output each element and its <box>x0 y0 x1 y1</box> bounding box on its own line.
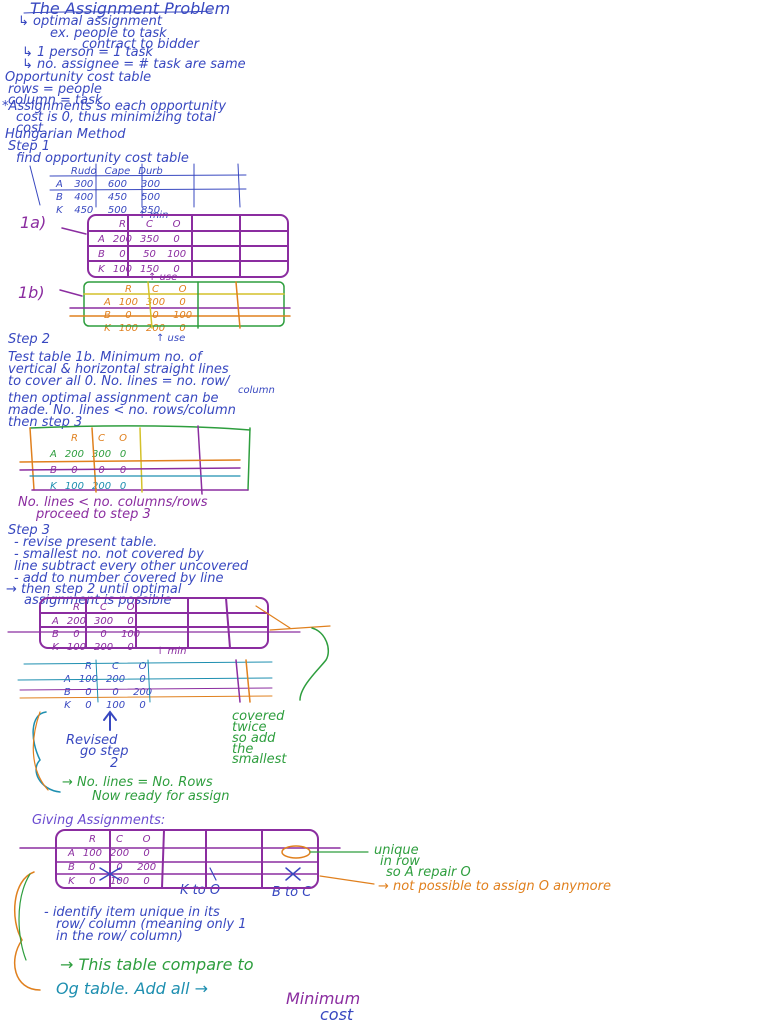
section-heading: Hungarian Method <box>5 127 126 142</box>
step-heading: Step 1 <box>8 139 51 154</box>
note-line: Og table. Add all → <box>56 979 209 998</box>
note-line: to cover all 0. No. lines = no. row/ <box>8 374 230 389</box>
note-line: made. No. lines < no. rows/column <box>8 403 236 418</box>
note-line: column <box>238 385 275 396</box>
min-label: ↑ min <box>156 646 187 657</box>
label-1b: 1b) <box>18 283 45 302</box>
optimal-example: contract to bidder <box>82 37 200 52</box>
note-line: then step 3 <box>8 415 83 430</box>
note-line: → This table compare to <box>60 955 254 974</box>
note-line: cost <box>16 121 43 136</box>
note-line: smallest <box>232 752 287 767</box>
note-line: in the row/ column) <box>56 929 183 944</box>
note-line: - add to number covered by line <box>14 571 224 586</box>
note-line: - revise present table. <box>14 535 158 550</box>
note-line: vertical & horizontal straight lines <box>8 362 229 377</box>
optimal-heading: ↳ optimal assignment <box>18 14 162 29</box>
note-line: Test table 1b. Minimum no. of <box>8 350 202 365</box>
note-line: then optimal assignment can be <box>8 391 219 406</box>
note-line: so add <box>232 731 276 746</box>
note-line: cost is 0, thus minimizing total <box>16 110 216 125</box>
note-line: Now ready for assign <box>92 789 230 804</box>
note-line: find opportunity cost table <box>16 151 189 166</box>
note-line: the <box>232 742 254 757</box>
note-line: rows = people <box>8 82 102 97</box>
rule-line: ↳ no. assignee = # task are same <box>22 57 246 72</box>
use-label: ↑ use <box>148 272 178 283</box>
note-line: cost <box>320 1005 354 1024</box>
step-heading: Step 3 <box>8 523 51 538</box>
assign-b: B to C <box>272 885 312 900</box>
rule-line: ↳ 1 person = 1 task <box>22 45 153 60</box>
note-line: go step <box>80 744 129 759</box>
note-line: column = task <box>8 93 103 108</box>
note-line: Opportunity cost table <box>5 70 152 85</box>
note-line: row/ column (meaning only 1 <box>56 917 247 932</box>
label-1a: 1a) <box>20 213 47 232</box>
note-line: twice <box>232 720 267 735</box>
note-line: proceed to step 3 <box>36 507 151 522</box>
note-line: No. lines < no. columns/rows <box>18 495 208 510</box>
note-line: 2 <box>110 756 119 771</box>
note-line: so A repair O <box>386 865 471 880</box>
note-line: Minimum <box>286 989 361 1008</box>
note-line: → No. lines = No. Rows <box>62 775 213 790</box>
note-line: → not possible to assign O anymore <box>378 879 611 894</box>
note-line: line subtract every other uncovered <box>14 559 249 574</box>
note-line: covered <box>232 709 285 724</box>
step-heading: Step 2 <box>8 332 51 347</box>
note-line: → then step 2 until optimal <box>6 582 182 597</box>
note-line: in row <box>380 854 420 869</box>
optimal-example: ex. people to task <box>50 26 167 41</box>
section-heading: Giving Assignments: <box>32 813 166 828</box>
assign-k: K to O <box>180 883 221 898</box>
note-line: - smallest no. not covered by <box>14 547 204 562</box>
note-line: unique <box>374 843 419 858</box>
note-line: *Assignments so each opportunity <box>2 99 227 114</box>
note-line: - identify item unique in its <box>44 905 220 920</box>
use-label: ↑ use <box>156 333 186 344</box>
note-line: Revised <box>66 733 118 748</box>
